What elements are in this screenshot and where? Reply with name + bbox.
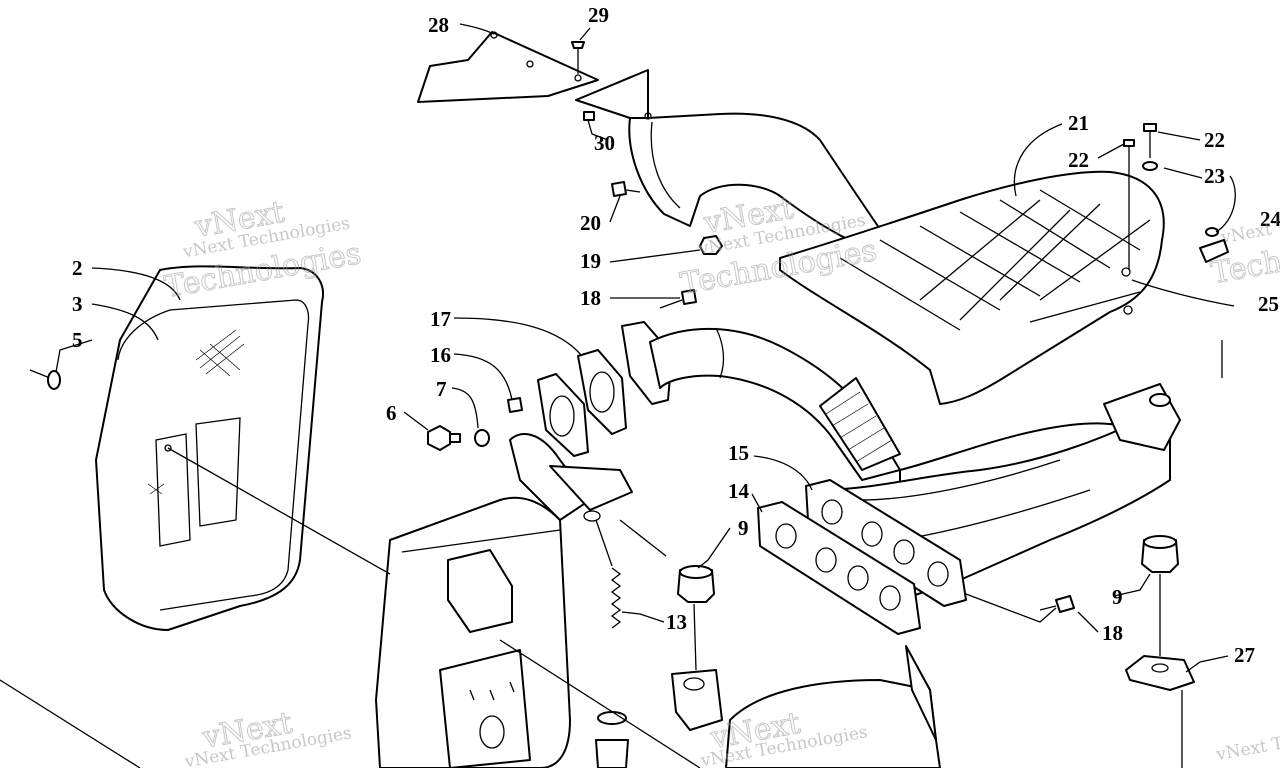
callout-14: 14 bbox=[728, 479, 750, 503]
part-27-mount-bracket bbox=[1125, 655, 1195, 691]
part-19-nut bbox=[699, 235, 723, 255]
callout-30: 30 bbox=[594, 131, 615, 155]
part-22-screw-right bbox=[1143, 123, 1157, 158]
part-23-washer bbox=[1142, 161, 1158, 171]
part-24-clip-nut bbox=[1199, 227, 1229, 263]
callout-labels: 2 3 5 6 7 9 9 13 14 15 16 17 18 18 19 20… bbox=[72, 3, 1280, 667]
muffler bbox=[375, 433, 633, 768]
callout-28: 28 bbox=[428, 13, 449, 37]
part-9-rubber-mount-right bbox=[1141, 535, 1179, 573]
part-9-rubber-mount-left bbox=[677, 565, 715, 603]
part-20-bolt bbox=[611, 181, 641, 197]
callout-13: 13 bbox=[666, 610, 687, 634]
callout-18-lower: 18 bbox=[1102, 621, 1123, 645]
callout-5: 5 bbox=[72, 328, 83, 352]
watermark-bottom-right: vNext Technologies bbox=[1214, 716, 1280, 765]
part-30-clip-nut bbox=[583, 111, 595, 121]
callout-17: 17 bbox=[430, 307, 451, 331]
part-22-screw-left bbox=[1123, 139, 1135, 270]
part-18-bolt-upper bbox=[659, 289, 697, 309]
callout-16: 16 bbox=[430, 343, 451, 367]
flange-gasket-lower bbox=[537, 373, 589, 457]
watermark-left: vNext vNext Technologies Technologies bbox=[162, 194, 365, 305]
callout-6: 6 bbox=[386, 401, 397, 425]
watermark-bottom-left: vNext vNext Technologies bbox=[182, 705, 353, 768]
part-6-bolt bbox=[427, 425, 461, 451]
callout-22-right: 22 bbox=[1204, 128, 1225, 152]
callout-22-left: 22 bbox=[1068, 148, 1089, 172]
part-21-muffler-heat-shield bbox=[779, 170, 1165, 405]
upper-heat-shield-bracket bbox=[575, 69, 901, 259]
lower-heat-shield bbox=[725, 645, 941, 768]
part-17-flange-gasket bbox=[577, 349, 627, 435]
callout-21: 21 bbox=[1068, 111, 1089, 135]
part-29-screw bbox=[571, 41, 585, 74]
mounting-rod-lines bbox=[0, 447, 701, 768]
callout-9-left: 9 bbox=[738, 516, 749, 540]
watermark-line: vNext Technologies bbox=[1214, 716, 1280, 765]
part-14-manifold-gasket bbox=[757, 501, 921, 635]
callout-23: 23 bbox=[1204, 164, 1225, 188]
part-7-washer bbox=[474, 429, 490, 447]
spring-mount-bracket bbox=[671, 669, 723, 731]
watermarks: vNext vNext Technologies Technologies vN… bbox=[162, 190, 1280, 768]
part-28-heat-shield-plate bbox=[417, 31, 599, 103]
callout-29: 29 bbox=[588, 3, 609, 27]
callout-18-upper: 18 bbox=[580, 286, 601, 310]
callout-25: 25 bbox=[1258, 292, 1279, 316]
part-16-clamp bbox=[507, 397, 523, 413]
callout-27: 27 bbox=[1234, 643, 1255, 667]
watermark-bottom-center: vNext vNext Technologies bbox=[698, 705, 869, 768]
part-13-spring bbox=[595, 519, 622, 629]
callout-3: 3 bbox=[72, 292, 83, 316]
callout-15: 15 bbox=[728, 441, 749, 465]
callout-2: 2 bbox=[72, 256, 83, 280]
callout-7: 7 bbox=[436, 377, 447, 401]
part-2-rear-heat-shield bbox=[95, 265, 324, 631]
callout-19: 19 bbox=[580, 249, 601, 273]
callout-24: 24 bbox=[1260, 207, 1280, 231]
leader-lines bbox=[55, 23, 1236, 768]
part-5-push-pin bbox=[29, 369, 61, 390]
callout-9-right: 9 bbox=[1112, 585, 1123, 609]
part-18-bolt-lower bbox=[1039, 595, 1075, 613]
callout-20: 20 bbox=[580, 211, 601, 235]
